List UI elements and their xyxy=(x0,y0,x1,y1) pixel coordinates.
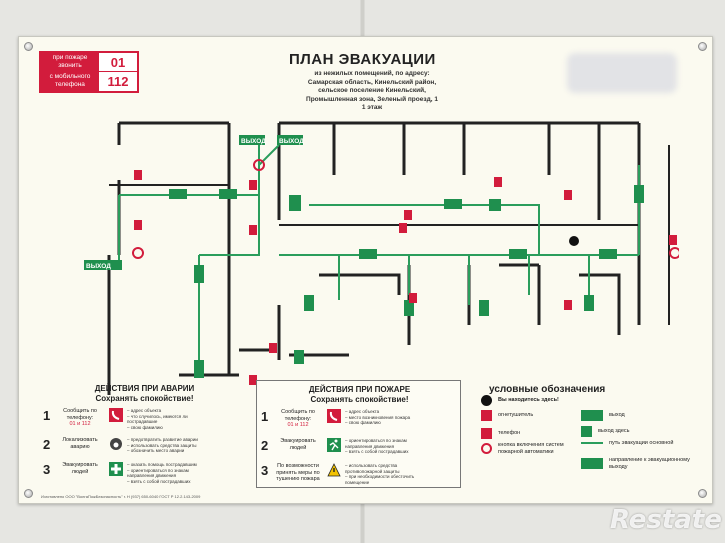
extinguisher-icon xyxy=(249,180,257,190)
exit-here-icon xyxy=(581,426,592,437)
direction-arrow-icon xyxy=(581,458,603,469)
exit-label: ВЫХОД xyxy=(279,138,304,145)
direction-signs xyxy=(169,185,644,378)
legend-direction: направление к эвакуационному выходу xyxy=(581,457,696,470)
accident-step-1: 1 Сообщить по телефону: 01 и 112 – адрес… xyxy=(43,408,188,430)
exit-label: ВЫХОД xyxy=(241,138,266,145)
fire-alarm-button-icon xyxy=(669,247,679,259)
extinguisher-icon xyxy=(399,223,407,233)
floor-plan: ВЫХОД ВЫХОД ВЫХОД xyxy=(84,121,679,395)
route-line-icon xyxy=(581,442,603,445)
direction-arrow-icon xyxy=(404,300,414,316)
direction-arrow-icon xyxy=(194,265,204,283)
extinguisher-icon xyxy=(134,220,142,230)
fire-title: ДЕЙСТВИЯ ПРИ ПОЖАРЕ xyxy=(308,385,411,394)
direction-arrow-icon xyxy=(194,360,204,378)
extinguisher-icon xyxy=(249,225,257,235)
direction-arrow-icon xyxy=(479,300,489,316)
running-person-icon xyxy=(327,438,341,452)
evacuation-plan-board: при пожаре звонить 01 с мобильного телеф… xyxy=(18,36,713,504)
legend-alarm-button: кнопка включения систем пожарной автомат… xyxy=(481,442,576,455)
fire-actions-panel: ДЕЙСТВИЯ ПРИ ПОЖАРЕ Сохранять спокойстви… xyxy=(256,380,461,488)
first-aid-icon xyxy=(109,462,123,476)
screw-icon xyxy=(24,42,33,51)
direction-arrow-icon xyxy=(444,199,462,209)
phone-icon xyxy=(404,210,412,220)
fire-step-1: 1 Сообщить по телефону: 01 и 112 – адрес… xyxy=(261,409,411,428)
accident-actions-panel: ДЕЙСТВИЯ ПРИ АВАРИИ Сохранять спокойстви… xyxy=(37,380,252,488)
phone-icon xyxy=(481,428,492,439)
emergency-phone-box: при пожаре звонить 01 с мобильного телеф… xyxy=(39,51,139,93)
legend-exit-here: выход здесь xyxy=(581,426,691,437)
extinguisher-icon xyxy=(669,235,677,245)
fire-subtitle: Сохранять спокойствие! xyxy=(310,395,409,404)
legend-title: условные обозначения xyxy=(489,384,606,395)
direction-arrow-icon xyxy=(169,189,187,199)
extinguisher-icon xyxy=(481,410,492,421)
direction-arrow-icon xyxy=(599,249,617,259)
fire-alarm-button-icon xyxy=(132,247,144,259)
extinguisher-icon xyxy=(134,170,142,180)
fire-alarm-button-icon xyxy=(481,443,492,454)
direction-arrow-icon xyxy=(359,249,377,259)
exit-sign-icon xyxy=(84,260,122,270)
legend-extinguisher: огнетушитель xyxy=(481,410,571,421)
legend-you-are-here: Вы находитесь здесь! xyxy=(481,395,559,406)
phone-icon xyxy=(564,300,572,310)
direction-arrow-icon xyxy=(584,295,594,311)
direction-arrow-icon xyxy=(289,195,301,211)
direction-arrow-icon xyxy=(294,350,304,364)
accident-title: ДЕЙСТВИЯ ПРИ АВАРИИ xyxy=(94,384,195,393)
fire-alarm-button-icon xyxy=(253,159,265,171)
blurred-logo xyxy=(567,53,677,93)
legend-route: путь эвакуации основной xyxy=(581,440,691,447)
mobile-call-label: с мобильного телефона xyxy=(41,72,99,91)
you-are-here-marker xyxy=(569,236,579,246)
plan-title: ПЛАН ЭВАКУАЦИИ xyxy=(289,51,436,68)
watermark-logo: Restate xyxy=(610,505,722,535)
fire-step-2: 2 Эвакуировать людей – ориентироваться п… xyxy=(261,438,409,454)
exit-sign-icon xyxy=(239,135,265,145)
exit-signs: ВЫХОД ВЫХОД ВЫХОД xyxy=(84,135,304,270)
screw-icon xyxy=(24,489,33,498)
walls xyxy=(107,121,670,395)
extinguisher-icon xyxy=(269,343,277,353)
direction-arrow-icon xyxy=(634,185,644,203)
accident-subtitle: Сохранять спокойствие! xyxy=(95,394,194,403)
fire-call-label: при пожаре звонить xyxy=(41,53,99,71)
gas-mask-icon xyxy=(110,438,122,450)
fire-call-number: 01 xyxy=(110,54,126,70)
phone-icon xyxy=(409,293,417,303)
manufacturer-note: Изготовлено ООО "ВолгаПожБезопасность" г… xyxy=(41,494,201,499)
extinguisher-icon xyxy=(249,375,257,385)
direction-arrow-icon xyxy=(489,199,501,211)
exit-label: ВЫХОД xyxy=(86,263,111,270)
legend-exit: выход xyxy=(581,410,691,421)
direction-arrow-icon xyxy=(219,189,237,199)
plan-address: из нежилых помещений, по адресу: Самарск… xyxy=(306,70,438,111)
extinguisher-icon xyxy=(564,190,572,200)
you-are-here-icon xyxy=(481,395,492,406)
screw-icon xyxy=(698,42,707,51)
accident-step-2: 2 Локализовать аварию – предотвратить ра… xyxy=(43,437,198,453)
phone-icon xyxy=(109,408,123,422)
warning-icon xyxy=(327,463,341,477)
phone-icon xyxy=(494,177,502,187)
direction-arrow-icon xyxy=(304,295,314,311)
exit-sign-icon xyxy=(277,135,303,145)
fire-equipment xyxy=(132,159,679,385)
direction-arrow-icon xyxy=(509,249,527,259)
fire-step-3: 3 По возможности принять меры по тушению… xyxy=(261,463,415,485)
screw-icon xyxy=(698,489,707,498)
exit-sign-icon xyxy=(581,410,603,421)
mobile-call-number: 112 xyxy=(107,74,129,89)
legend-phone: телефон xyxy=(481,428,571,439)
accident-step-3: 3 Эвакуировать людей – оказать помощь по… xyxy=(43,462,197,484)
phone-icon xyxy=(327,409,341,423)
